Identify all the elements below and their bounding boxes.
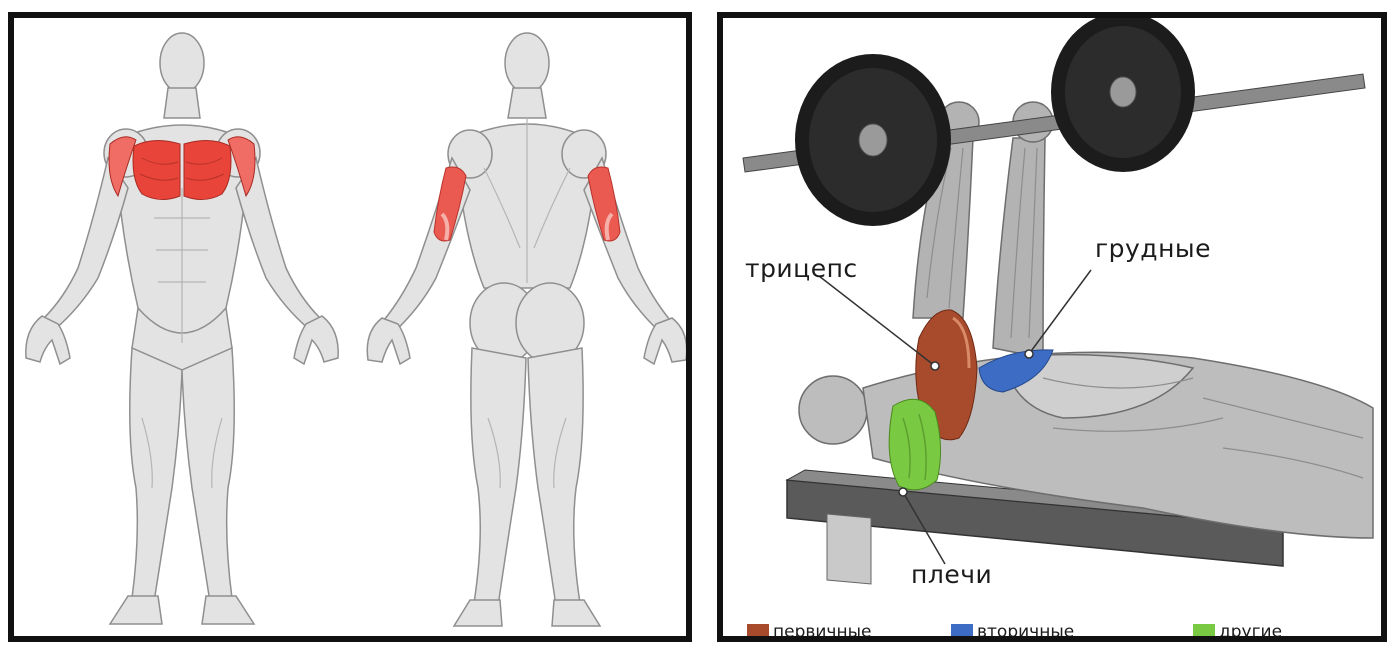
- legend-secondary-swatch: [951, 624, 973, 641]
- front-figure: [26, 33, 338, 624]
- legend-other: другие: [1193, 622, 1282, 642]
- barbell: [743, 18, 1365, 226]
- pectorals-pointer-dot: [1025, 350, 1033, 358]
- shoulders-pointer-dot: [899, 488, 907, 496]
- legend-secondary: вторичные: [951, 622, 1074, 642]
- triceps-label: трицепс: [745, 254, 858, 283]
- anatomy-figures: [14, 18, 686, 636]
- legend-secondary-label: вторичные: [977, 622, 1074, 642]
- triceps-pointer-dot: [931, 362, 939, 370]
- pectorals-label: грудные: [1095, 234, 1211, 263]
- exercise-panel: трицепс грудные плечи первичные вторичны…: [717, 12, 1387, 642]
- exercise-illustration: [723, 18, 1381, 636]
- back-figure: [367, 33, 686, 626]
- legend-other-swatch: [1193, 624, 1215, 641]
- legend-primary: первичные: [747, 622, 871, 642]
- other-shoulders: [889, 399, 940, 490]
- legend-primary-label: первичные: [773, 622, 871, 642]
- legend-primary-swatch: [747, 624, 769, 641]
- shoulders-label: плечи: [911, 560, 992, 589]
- anatomy-panel: [8, 12, 692, 642]
- legend-other-label: другие: [1219, 622, 1282, 642]
